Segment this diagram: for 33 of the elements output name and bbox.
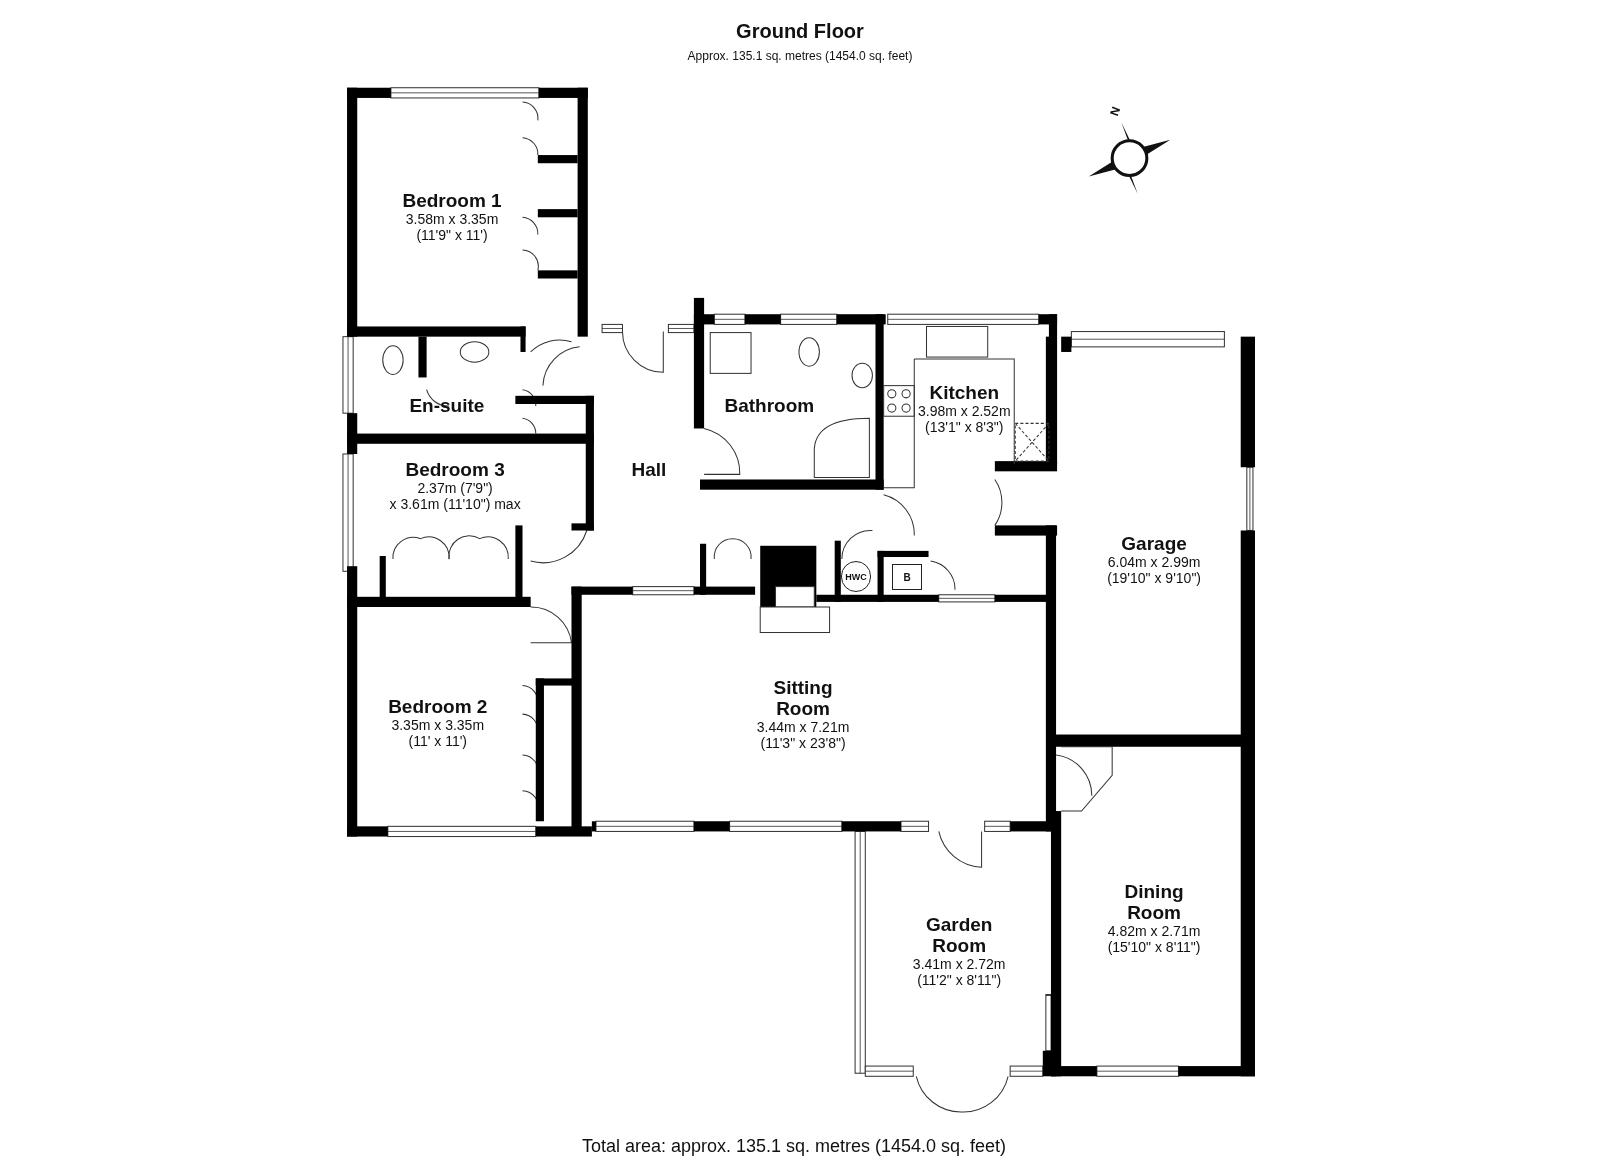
room-dimensions: (11'2" x 8'11") xyxy=(917,972,1002,988)
room-name: Kitchen xyxy=(929,381,1000,403)
boiler-box: B xyxy=(891,564,923,590)
room-name: Bedroom 2 xyxy=(388,695,488,717)
room-dimensions: (15'10" x 8'11") xyxy=(1107,939,1201,956)
room-dimensions: 3.98m x 2.52m xyxy=(917,402,1011,419)
floor-area-note: Approx. 135.1 sq. metres (1454.0 sq. feet) xyxy=(687,49,913,63)
room-dimensions: 3.58m x 3.35m xyxy=(405,210,499,227)
room-name: Hall xyxy=(631,458,667,480)
room-dimensions: (13'1" x 8'3") xyxy=(925,418,1004,435)
plan-title: Ground Floor xyxy=(736,20,864,42)
room-name: Bathroom xyxy=(724,394,815,416)
room-name: Garage xyxy=(1121,532,1187,554)
room-dimensions: 3.41m x 2.72m xyxy=(912,956,1006,972)
room-dimensions: (11' x 11') xyxy=(408,732,467,749)
total-area-caption: Total area: approx. 135.1 sq. metres (1454.0 sq. feet) xyxy=(581,1136,1007,1156)
room-dimensions: 6.04m x 2.99m xyxy=(1107,553,1201,570)
room-name: Sitting Room xyxy=(772,677,834,720)
room-dimensions: (19'10" x 9'10") xyxy=(1107,569,1202,586)
room-name: Dining Room xyxy=(1123,881,1185,924)
room-dimensions: (11'9" x 11') xyxy=(416,226,488,243)
room-name: En-suite xyxy=(409,394,485,416)
room-name: Bedroom 3 xyxy=(405,458,505,480)
room-dimensions: 4.82m x 2.71m xyxy=(1107,923,1201,940)
room-dimensions: 3.35m x 3.35m xyxy=(391,716,485,733)
room-dimensions: 2.37m (7'9") xyxy=(417,479,493,496)
room-name: Garden Room xyxy=(924,914,994,956)
room-dimensions: x 3.61m (11'10") max xyxy=(389,495,521,512)
north-label: N xyxy=(1107,104,1124,118)
room-name: Bedroom 1 xyxy=(402,189,502,211)
hot-water-cylinder: HWC xyxy=(840,561,872,592)
room-dimensions: 3.44m x 7.21m xyxy=(756,719,850,736)
room-dimensions: (11'3" x 23'8") xyxy=(760,735,846,752)
